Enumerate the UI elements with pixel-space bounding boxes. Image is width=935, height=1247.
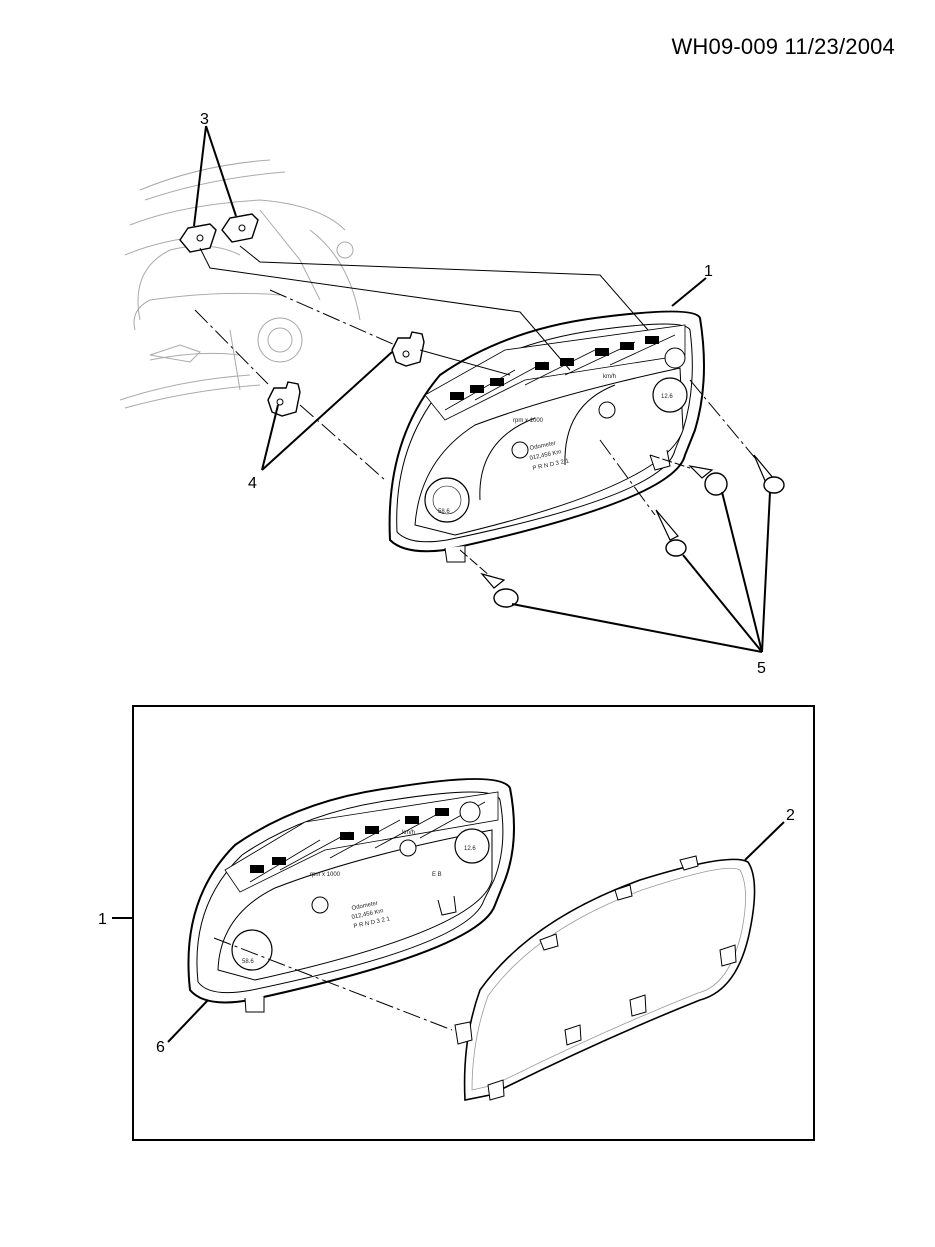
eb-indicator: E B [432, 872, 442, 878]
instrument-cluster-upper: 58.6 rpm x 1000 km/h Odometer 012,456 Km… [388, 310, 705, 563]
clip-4-lower [267, 381, 301, 417]
document-id: WH09-009 11/23/2004 [671, 34, 895, 59]
callout-3: 3 [200, 111, 209, 128]
ext-readout-lower: 58.6 [242, 959, 254, 965]
detail-frame [132, 705, 815, 1141]
rpm-label-lower: rpm x 1000 [310, 872, 341, 878]
kmh-label: km/h [603, 374, 616, 380]
lens-cover [454, 855, 756, 1101]
screw-5-bottom [480, 572, 519, 608]
ext-readout: 58.6 [438, 509, 450, 515]
screw-5-right-tapping [753, 454, 785, 494]
temp-readout-lower: 12.6 [464, 846, 476, 852]
temp-readout: 12.6 [661, 394, 673, 400]
callout-2: 2 [786, 807, 795, 824]
ghost-dashboard [119, 159, 361, 409]
callout-leaders-upper [193, 125, 771, 653]
assembly-lines-lower [213, 937, 453, 1031]
screw-5-mid [688, 465, 728, 496]
callout-6: 6 [156, 1039, 165, 1056]
assembly-lines-upper [194, 245, 756, 577]
clip-3-right [221, 213, 259, 243]
callout-5: 5 [757, 660, 766, 677]
clip-3-left [179, 223, 217, 253]
kmh-label-lower: km/h [402, 830, 415, 836]
instrument-cluster-lower: 58.6 rpm x 1000 km/h Odometer 012,456 Km… [187, 778, 515, 1013]
screw-5-lower-tapping [655, 509, 687, 557]
callout-1: 1 [704, 263, 713, 280]
callout-1-lower: 1 [98, 911, 107, 928]
odometer-label: Odometer [529, 441, 556, 452]
rpm-label: rpm x 1000 [513, 418, 544, 424]
callout-leaders-lower [112, 821, 785, 1043]
callout-4: 4 [248, 475, 257, 492]
clip-4-upper [391, 331, 425, 367]
odometer-label-lower: Odometer [351, 901, 378, 912]
